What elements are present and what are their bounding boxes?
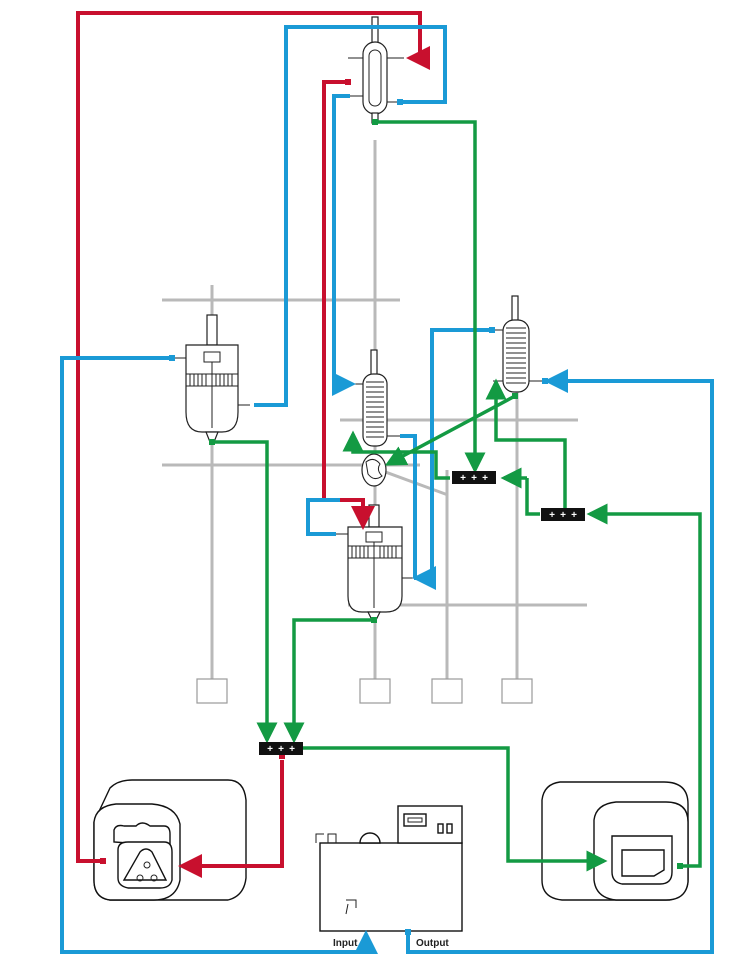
svg-text:+: +: [560, 510, 566, 521]
stand-base: [359, 678, 391, 704]
circulator-input-label: Input: [333, 938, 358, 949]
thermostat-circulator: [315, 805, 463, 932]
blue-fluid-lines: [60, 25, 714, 954]
green-fluid-lines: [212, 120, 702, 872]
left-peristaltic-pump: [93, 779, 247, 901]
manifold-upper: + + +: [452, 471, 496, 484]
right-coil-condenser: [492, 295, 542, 393]
svg-text:+: +: [289, 744, 295, 755]
manifold-lower: + + +: [259, 742, 303, 755]
stand-base: [501, 678, 533, 704]
top-heat-exchanger: [348, 16, 404, 124]
stand-base: [196, 678, 228, 704]
circulator-output-label: Output: [416, 938, 449, 949]
tube-connectors: [100, 79, 683, 935]
left-jacketed-vessel: [172, 314, 250, 443]
manifold-right: + + +: [541, 508, 585, 521]
middle-coil-condenser: [352, 349, 400, 447]
svg-text:+: +: [571, 510, 577, 521]
right-peristaltic-pump: [541, 781, 689, 901]
svg-text:+: +: [471, 473, 477, 484]
lower-jacketed-vessel: [336, 504, 414, 621]
svg-text:+: +: [549, 510, 555, 521]
svg-text:+: +: [278, 744, 284, 755]
stand-base: [431, 678, 463, 704]
svg-text:+: +: [482, 473, 488, 484]
svg-text:+: +: [267, 744, 273, 755]
reaction-cell: [361, 453, 387, 487]
svg-text:+: +: [460, 473, 466, 484]
